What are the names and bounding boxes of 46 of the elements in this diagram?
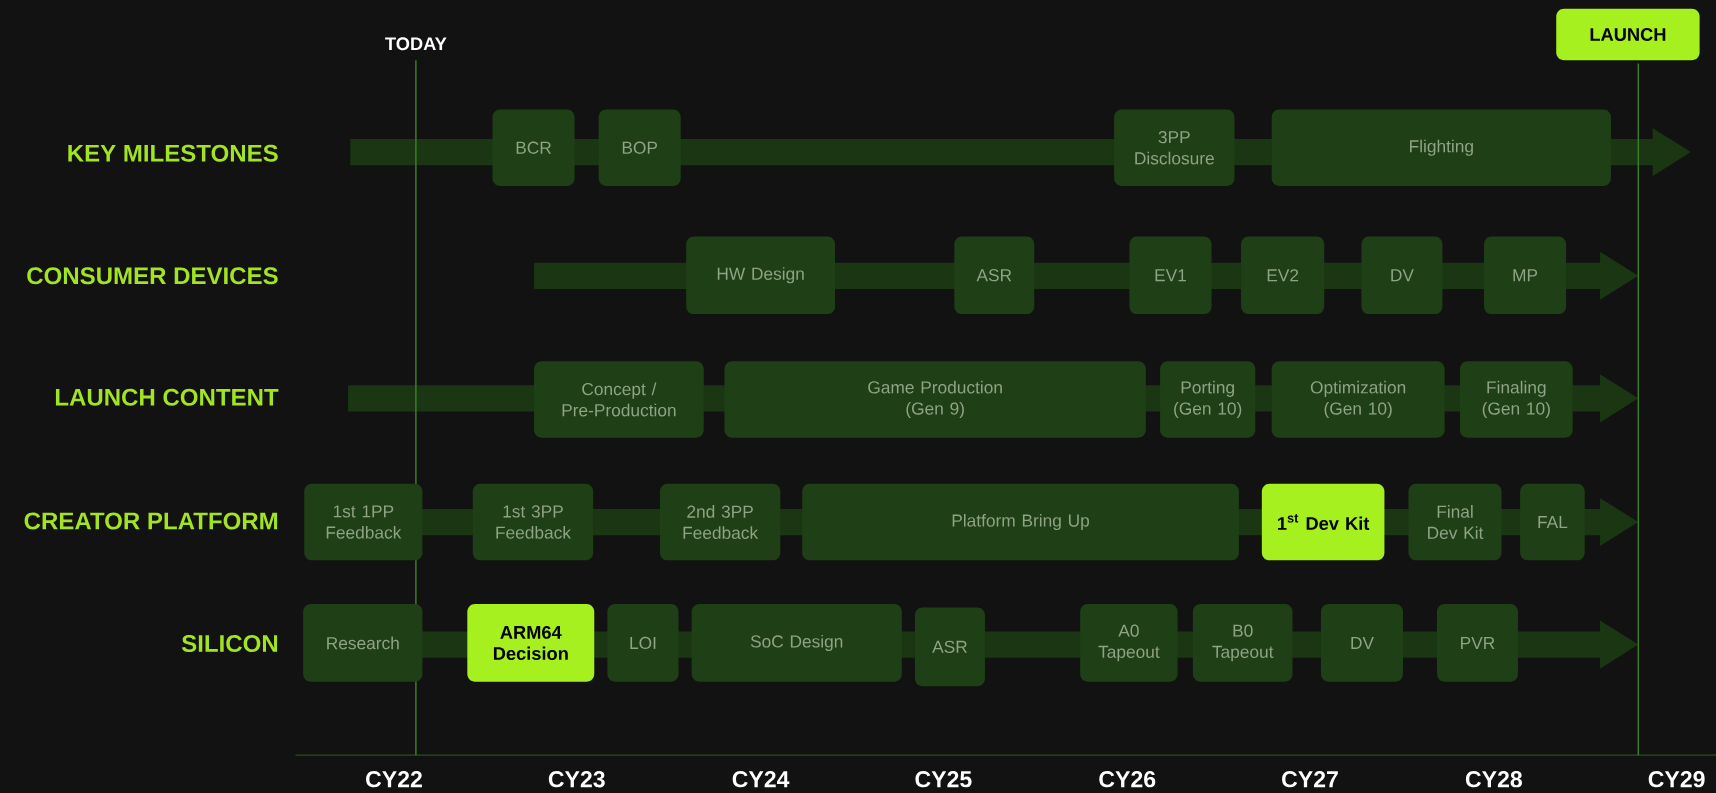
- year-label: CY23: [548, 770, 605, 788]
- year-label: CY27: [1282, 770, 1338, 788]
- row-label: LAUNCH CONTENT: [55, 388, 279, 406]
- today-label: TODAY: [385, 37, 447, 51]
- milestone-box: LOI: [607, 603, 679, 682]
- milestone-box: ASR: [954, 236, 1035, 314]
- row-label: CREATOR PLATFORM: [24, 512, 278, 530]
- milestone-box: DV: [1320, 603, 1404, 682]
- milestone-box: Research: [303, 603, 423, 682]
- milestone-box: HW Design: [686, 236, 836, 314]
- milestone-box: 1st 3PP Feedback: [472, 483, 594, 561]
- row-label: KEY MILESTONES: [68, 144, 278, 162]
- milestone-box: Platform Bring Up: [802, 483, 1239, 561]
- year-label: CY25: [915, 770, 972, 788]
- row-label: CONSUMER DEVICES: [27, 267, 278, 285]
- milestone-box: 3PP Disclosure: [1114, 109, 1235, 186]
- milestone-box: Optimization (Gen 10): [1271, 360, 1445, 438]
- milestone-box: Flighting: [1271, 109, 1611, 186]
- milestone-box: Concept / Pre-Production: [534, 360, 704, 438]
- milestone-box: Finaling (Gen 10): [1459, 360, 1573, 438]
- milestone-box: BCR: [492, 109, 575, 186]
- year-label: CY22: [366, 770, 422, 788]
- milestone-box: Game Production (Gen 9): [724, 360, 1146, 438]
- milestone-box: A0 Tapeout: [1080, 603, 1178, 682]
- milestone-box: SoC Design: [691, 603, 902, 682]
- highlighted-milestone-box: LAUNCH: [1556, 8, 1700, 60]
- milestone-box: MP: [1484, 236, 1567, 314]
- milestone-box: 2nd 3PP Feedback: [659, 483, 781, 561]
- row-label: SILICON: [181, 634, 278, 652]
- milestone-box: 1st 1PP Feedback: [304, 483, 423, 561]
- year-label: CY28: [1465, 770, 1522, 788]
- milestone-box: BOP: [598, 109, 681, 186]
- milestone-box: EV2: [1241, 236, 1325, 314]
- highlighted-milestone-box: ARM64 Decision: [467, 603, 595, 682]
- milestone-box: ASR: [914, 607, 985, 686]
- year-label: CY24: [732, 770, 790, 788]
- milestone-box: PVR: [1436, 603, 1518, 682]
- year-label: CY26: [1099, 770, 1156, 788]
- milestone-box: Final Dev Kit: [1408, 483, 1502, 561]
- milestone-box: DV: [1361, 236, 1443, 314]
- highlighted-milestone-box: 1$^{st}$ Dev Kit: [1261, 483, 1385, 561]
- milestone-box: Porting (Gen 10): [1160, 360, 1256, 438]
- year-label: CY29: [1648, 770, 1705, 788]
- milestone-box: FAL: [1520, 483, 1585, 561]
- milestone-box: B0 Tapeout: [1192, 603, 1293, 682]
- milestone-box: EV1: [1129, 236, 1212, 314]
